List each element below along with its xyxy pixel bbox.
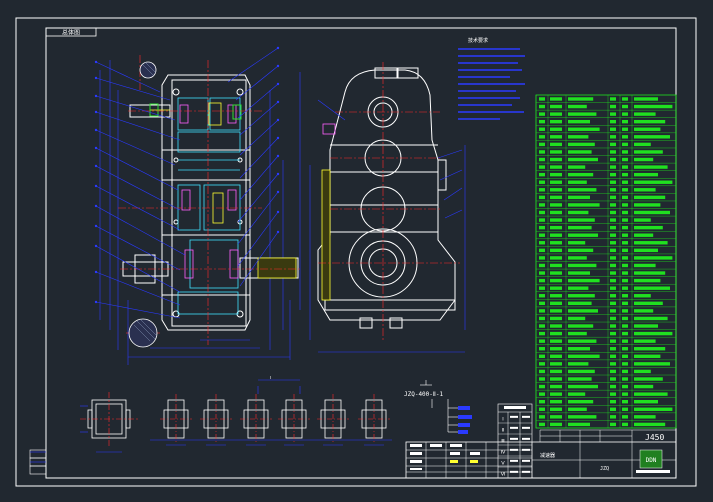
auxiliary-views: Ⅰ xyxy=(80,375,392,453)
stage-row-label: Ⅲ xyxy=(501,438,504,444)
stage-row-label: Ⅰ xyxy=(502,416,503,422)
shaft-key-bottom xyxy=(128,318,158,348)
model-designation: JZQ-400-Ⅱ-1 xyxy=(404,380,472,434)
side-view xyxy=(299,62,466,353)
drawing-no: JZQ xyxy=(600,466,609,472)
title-block: 减速器 JZQ J450 DDN xyxy=(405,429,677,479)
drawing-code: J450 xyxy=(645,433,664,442)
model-code: JZQ-400-Ⅱ-1 xyxy=(404,391,443,398)
parts-list-table xyxy=(535,94,677,429)
title-stamp: 总体图 xyxy=(62,29,80,37)
stage-row-label: Ⅱ xyxy=(502,427,504,433)
notes-title: 技术要求 xyxy=(468,37,488,44)
company-logo xyxy=(639,449,663,469)
title-stamp-box xyxy=(45,27,97,37)
margin-blocks xyxy=(29,449,47,475)
drawing-name: 减速器 xyxy=(540,452,555,459)
section-view xyxy=(94,46,300,365)
stage-label: Ⅰ xyxy=(270,375,271,380)
logo-text: DDN xyxy=(646,457,657,464)
stage-row-label: Ⅴ xyxy=(501,460,505,466)
technical-notes: 技术要求 xyxy=(458,37,525,120)
stage-row-label: Ⅳ xyxy=(501,449,506,455)
stage-table: Ⅰ Ⅱ Ⅲ Ⅳ Ⅴ Ⅵ xyxy=(497,403,533,479)
stage-row-label: Ⅵ xyxy=(501,471,506,477)
outer-frame xyxy=(15,17,697,487)
